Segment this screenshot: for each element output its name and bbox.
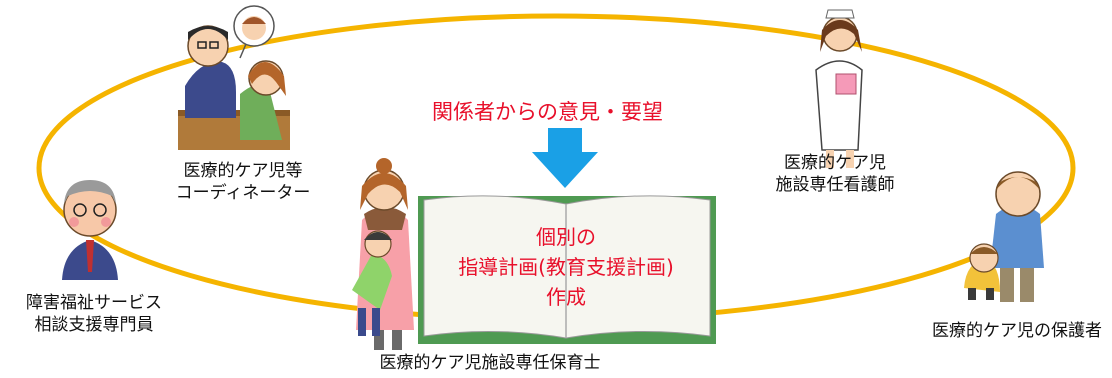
book-line-2: 指導計画(教育支援計画) [458,255,674,279]
coordinator-illustration [178,5,290,150]
welfare-consultant-label-line2: 相談支援専門員 [34,315,154,335]
nurse-illustration [815,9,863,168]
book-line-1: 個別の [536,225,596,249]
welfare-consultant-label: 障害福祉サービス 相談支援専門員 [4,292,184,336]
guardian-illustration [964,171,1044,302]
coordinator-label-line1: 医療的ケア児等 [183,161,303,181]
guardian-label: 医療的ケア児の保護者 [932,321,1102,341]
book-line-3: 作成 [546,285,586,309]
welfare-consultant-illustration [62,180,118,280]
coordinator-label: 医療的ケア児等 コーディネーター [148,160,338,204]
nursery-teacher-illustration [352,158,414,350]
down-arrow-icon [532,128,598,188]
opinions-title: 関係者からの意見・要望 [432,100,663,124]
nurse-label-line1: 医療的ケア児 [784,153,886,173]
nurse-label-line2: 施設専任看護師 [775,175,895,195]
welfare-consultant-label-line1: 障害福祉サービス [26,293,162,313]
nurse-label: 医療的ケア児 施設専任看護師 [750,152,920,196]
open-book-icon [418,195,716,344]
nursery-teacher-label: 医療的ケア児施設専任保育士 [379,353,601,373]
coordinator-label-line2: コーディネーター [175,183,311,203]
